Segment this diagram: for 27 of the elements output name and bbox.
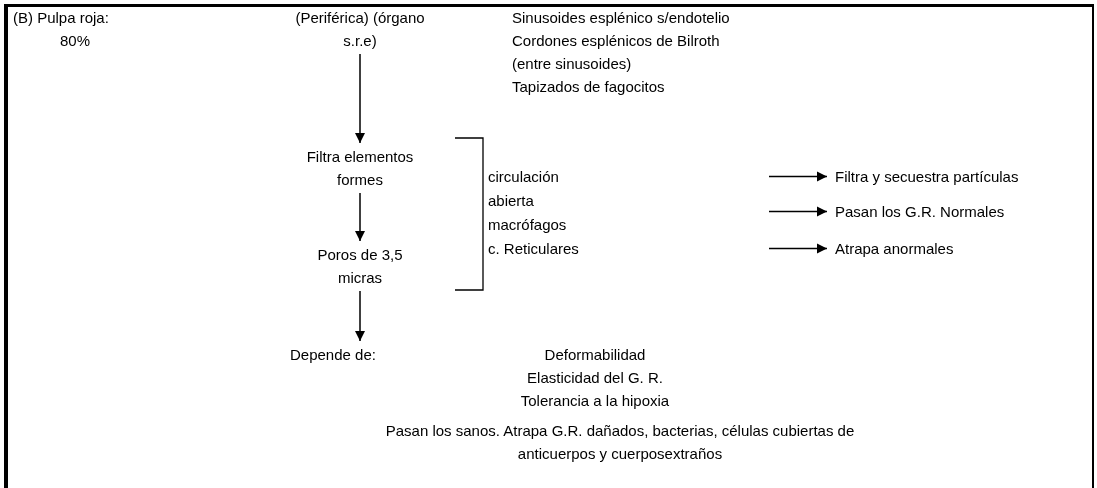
factor-text: Deformabilidad	[543, 345, 647, 365]
list-text: macrófagos	[488, 215, 568, 235]
description-text: Sinusoides esplénico s/endotelio	[512, 8, 731, 28]
node-text: Atrapa anormales	[835, 237, 1095, 260]
node-text: Filtra elementos formes	[290, 145, 430, 191]
factor-text: Tolerancia a la hipoxia	[519, 391, 671, 411]
arrow	[354, 53, 366, 144]
arrow	[768, 243, 828, 254]
list-text: c. Reticulares	[488, 239, 580, 259]
node-text: Pasan los G.R. Normales	[835, 200, 1095, 223]
arrow	[768, 171, 828, 182]
list-text: abierta	[488, 191, 535, 211]
arrow	[354, 290, 366, 342]
description-text: Tapizados de fagocitos	[512, 77, 666, 97]
section-heading: (B) Pulpa roja:	[13, 8, 110, 28]
description-text: Cordones esplénicos de Bilroth	[512, 31, 721, 51]
node-text: (Periférica) (órgano s.r.e)	[295, 6, 425, 52]
node-text: Poros de 3,5 micras	[310, 243, 410, 289]
factor-text: Elasticidad del G. R.	[526, 368, 664, 388]
note-text: Pasan los sanos. Atrapa G.R. dañados, bacterias, células cubiertas de anticuerpos y cuerposextraños	[384, 421, 856, 464]
list-text: circulación	[488, 167, 560, 187]
node-text: Filtra y secuestra partículas	[835, 165, 1095, 188]
node-text: Depende de:	[290, 343, 400, 366]
description-text: (entre sinusoides)	[512, 54, 633, 74]
arrow	[768, 206, 828, 217]
arrow	[354, 192, 366, 242]
percentage-text: 80%	[60, 31, 92, 51]
